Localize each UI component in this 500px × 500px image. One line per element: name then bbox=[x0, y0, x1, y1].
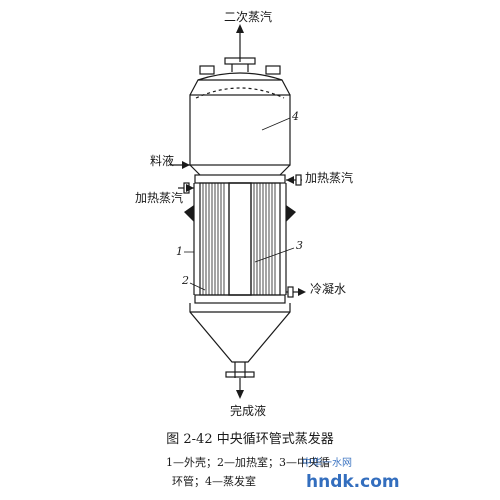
label-heating-steam-left: 加热蒸汽 bbox=[135, 190, 183, 205]
part-number-4: 4 bbox=[291, 110, 299, 123]
top-left-lug bbox=[199, 65, 215, 75]
part-number-3: 3 bbox=[296, 239, 303, 252]
bottom-cone bbox=[189, 303, 291, 363]
label-feed: 料液 bbox=[150, 153, 174, 168]
leader-3 bbox=[254, 247, 295, 263]
watermark-url: hndk.com bbox=[306, 472, 400, 492]
evaporation-chamber bbox=[189, 94, 291, 166]
heating-tube-bundle bbox=[202, 183, 276, 295]
upper-tube-sheet bbox=[194, 174, 286, 184]
top-flange bbox=[224, 57, 256, 65]
label-condensate: 冷凝水 bbox=[310, 281, 346, 296]
label-secondary-vapor: 二次蒸汽 bbox=[224, 9, 272, 24]
left-support-bracket bbox=[184, 205, 194, 222]
legend-line-2: 环管；4—蒸发室 bbox=[172, 474, 256, 488]
label-product: 完成液 bbox=[230, 403, 266, 418]
label-heating-steam-right: 加热蒸汽 bbox=[305, 170, 353, 185]
evaporator-drawing bbox=[170, 24, 306, 399]
product-arrow-icon bbox=[236, 390, 244, 399]
top-head bbox=[189, 72, 291, 96]
central-circulation-tube bbox=[228, 182, 252, 296]
steam-in-right-arrow-icon bbox=[286, 176, 294, 184]
bottom-flange bbox=[225, 371, 255, 378]
legend-line-1: 1—外壳；2—加热室；3—中央循 bbox=[166, 455, 330, 469]
part-number-2: 2 bbox=[181, 274, 189, 287]
feed-arrow-icon bbox=[182, 161, 190, 169]
leader-2 bbox=[189, 282, 206, 291]
watermark-cn: 中华一水网 bbox=[302, 456, 352, 469]
top-right-lug bbox=[265, 65, 281, 75]
lower-tube-sheet bbox=[194, 294, 286, 304]
figure-caption: 图 2-42 中央循环管式蒸发器 bbox=[166, 431, 333, 447]
part-number-1: 1 bbox=[176, 245, 183, 258]
vapor-outlet-arrow-icon bbox=[236, 24, 244, 33]
leader-4 bbox=[261, 117, 291, 131]
steam-in-left-arrow-icon bbox=[186, 184, 194, 192]
right-support-bracket bbox=[286, 205, 296, 222]
condensate-arrow-icon bbox=[298, 288, 306, 296]
